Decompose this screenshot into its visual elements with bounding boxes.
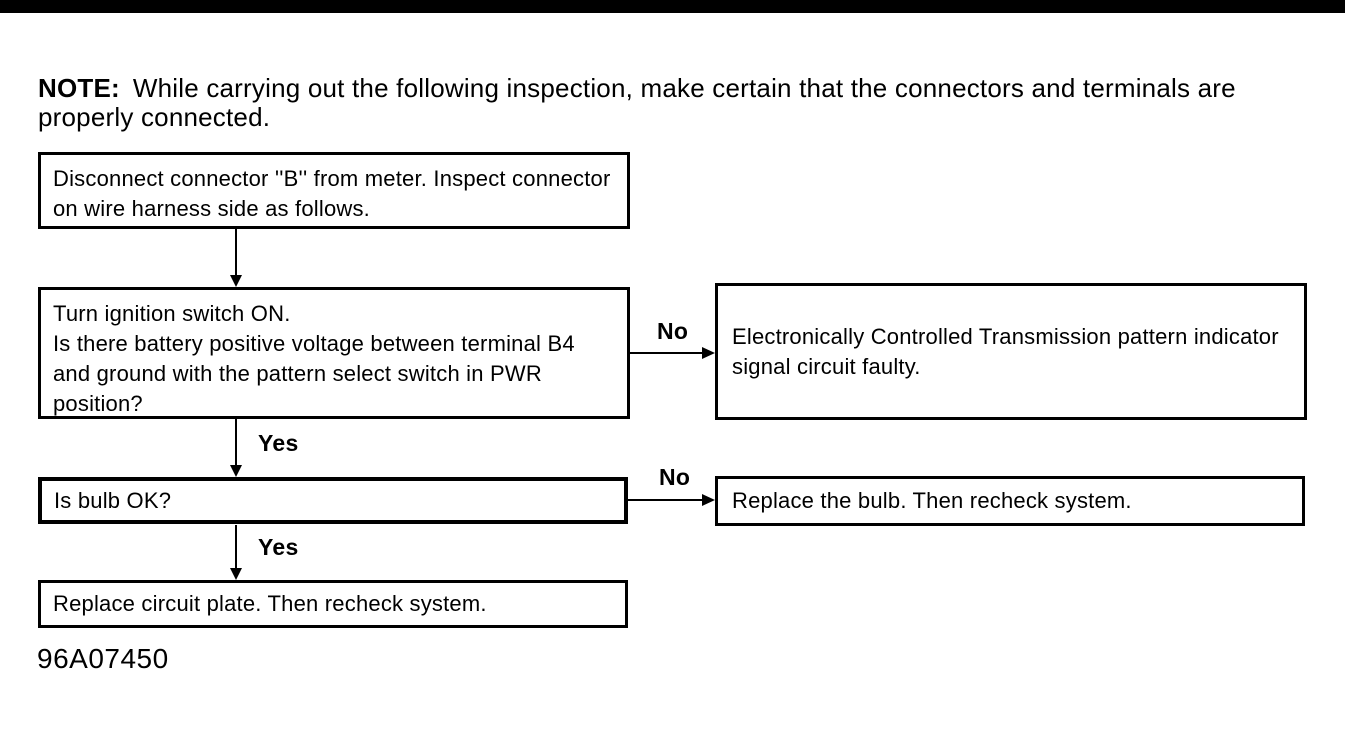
branch-label-yes2: Yes	[258, 534, 299, 560]
flow-box-step2-line1: Turn ignition switch ON.	[53, 301, 291, 326]
note-paragraph: NOTE:While carrying out the following in…	[38, 74, 1298, 132]
flow-box-result-no2: Replace the bulb. Then recheck system.	[715, 476, 1305, 526]
connector-step2-step3	[235, 419, 237, 467]
connector-step1-step2	[235, 229, 237, 277]
scan-artifact-top-bar	[0, 0, 1345, 13]
figure-id: 96A07450	[37, 643, 169, 674]
flow-box-step4: Replace circuit plate. Then recheck syst…	[38, 580, 628, 628]
note-text: While carrying out the following inspect…	[38, 73, 1236, 132]
arrowhead-step2	[230, 275, 242, 287]
arrowhead-result1	[702, 347, 715, 359]
flow-box-step3: Is bulb OK?	[38, 477, 628, 524]
branch-label-yes1: Yes	[258, 430, 299, 456]
branch-label-no1: No	[657, 318, 689, 344]
flow-box-result-no1: Electronically Controlled Transmission p…	[715, 283, 1307, 420]
flow-box-result-no1-text: Electronically Controlled Transmission p…	[732, 323, 1279, 379]
arrowhead-result2	[702, 494, 715, 506]
branch-label-no2: No	[659, 464, 691, 490]
flow-box-result-no2-text: Replace the bulb. Then recheck system.	[732, 488, 1132, 513]
arrowhead-step4	[230, 568, 242, 580]
flow-box-step2-line2: Is there battery positive voltage betwee…	[53, 331, 575, 416]
flow-box-step4-text: Replace circuit plate. Then recheck syst…	[53, 591, 487, 616]
arrowhead-step3	[230, 465, 242, 477]
connector-step3-result2	[628, 499, 705, 501]
flow-box-step3-text: Is bulb OK?	[54, 487, 172, 513]
flow-box-step2: Turn ignition switch ON. Is there batter…	[38, 287, 630, 419]
flow-box-step1-text: Disconnect connector ''B'' from meter. I…	[53, 166, 611, 221]
note-label: NOTE:	[38, 73, 120, 103]
connector-step2-result1	[630, 352, 705, 354]
flow-box-step1: Disconnect connector ''B'' from meter. I…	[38, 152, 630, 229]
connector-step3-step4	[235, 525, 237, 570]
